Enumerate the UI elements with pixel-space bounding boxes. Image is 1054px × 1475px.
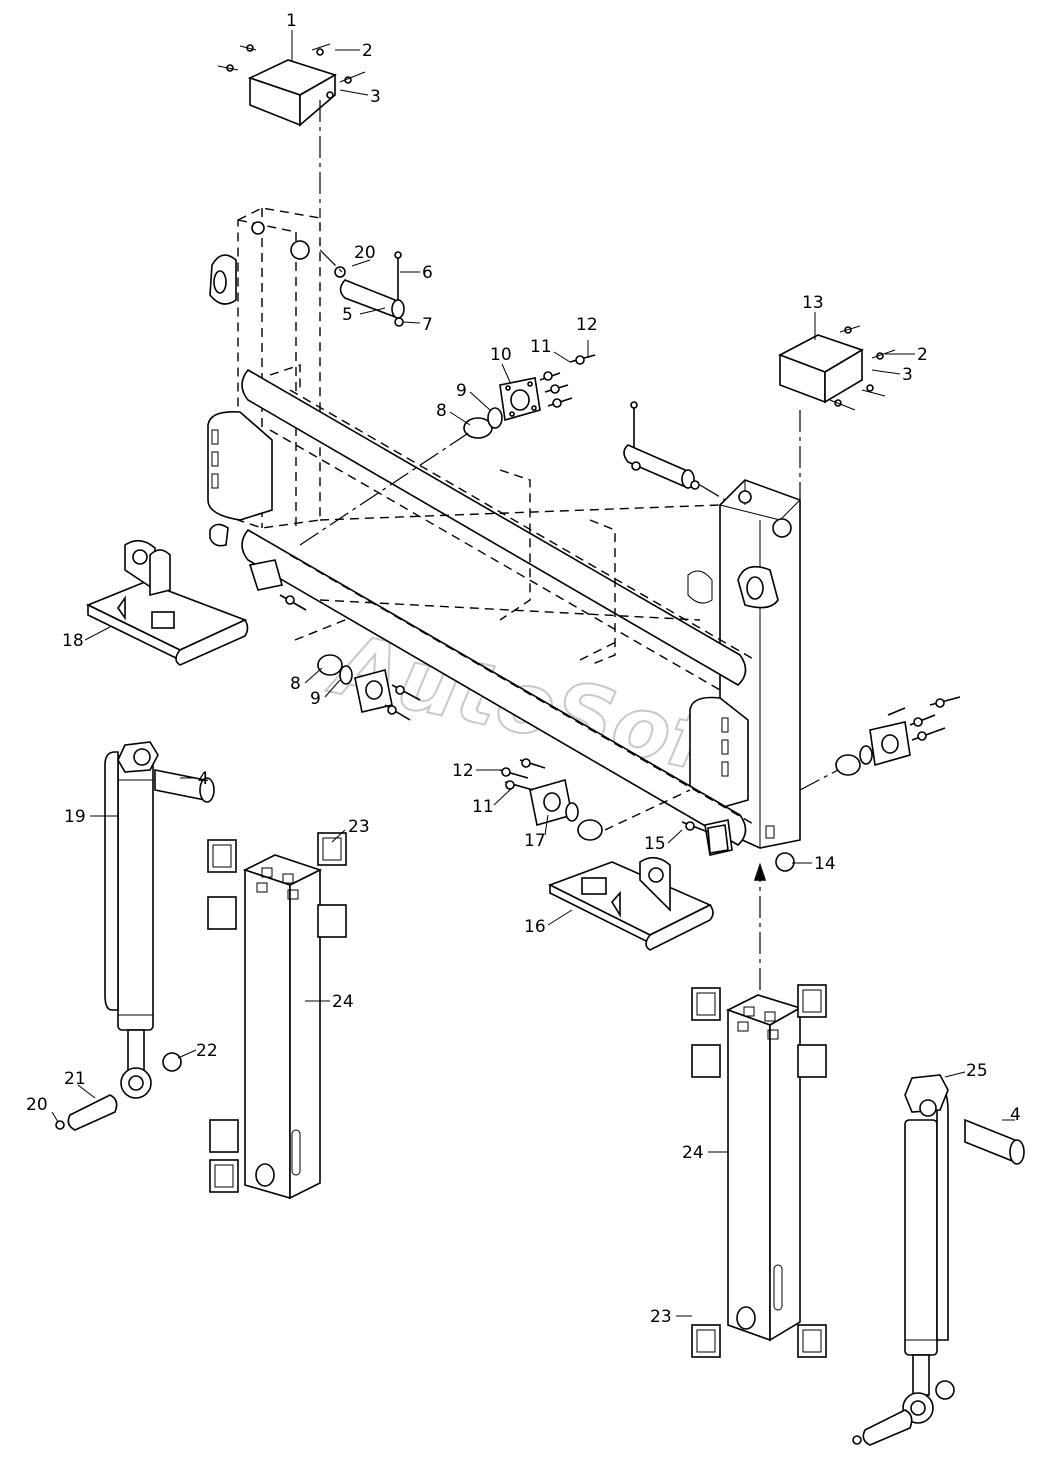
callout-17: 17 (524, 831, 546, 851)
callout-24: 24 (332, 992, 354, 1012)
callout-3: 3 (902, 365, 913, 385)
callout-8: 8 (290, 674, 301, 694)
callout-11: 11 (472, 797, 494, 817)
callout-25: 25 (966, 1061, 988, 1081)
leader-lines (51, 30, 1015, 1317)
flange-assembly-lower-left (294, 617, 421, 721)
callout-21: 21 (64, 1069, 86, 1089)
callout-7: 7 (422, 315, 433, 335)
callout-23: 23 (348, 817, 370, 837)
callout-13: 13 (802, 293, 824, 313)
callout-24: 24 (682, 1143, 704, 1163)
callout-9: 9 (310, 689, 321, 709)
callout-15: 15 (644, 834, 666, 854)
flange-assembly-17 (499, 758, 691, 841)
callout-3: 3 (370, 87, 381, 107)
callout-16: 16 (524, 917, 546, 937)
cover-cap-right (778, 325, 896, 411)
hydraulic-cylinder-right (852, 1074, 1025, 1446)
callout-9: 9 (456, 381, 467, 401)
callout-23: 23 (650, 1307, 672, 1327)
callout-12: 12 (576, 315, 598, 335)
callout-20: 20 (354, 243, 376, 263)
callout-1: 1 (286, 11, 297, 31)
mounting-plate-16 (547, 821, 795, 951)
mast-tube-right (691, 862, 827, 1358)
flange-assembly-upper (299, 354, 596, 546)
callout-5: 5 (342, 305, 353, 325)
carriage-frame (207, 207, 801, 856)
callout-8: 8 (436, 401, 447, 421)
callout-12: 12 (452, 761, 474, 781)
callout-20: 20 (26, 1095, 48, 1115)
mast-tube-left (207, 832, 347, 1200)
callout-4: 4 (198, 769, 209, 789)
pin-assembly-right (623, 401, 726, 501)
callout-11: 11 (530, 337, 552, 357)
flange-assembly-right (799, 696, 961, 791)
callout-10: 10 (490, 345, 512, 365)
callout-6: 6 (422, 263, 433, 283)
pin-assembly-upper (319, 249, 405, 327)
callout-4: 4 (1010, 1105, 1021, 1125)
callout-18: 18 (62, 631, 84, 651)
mounting-plate-18 (86, 539, 307, 666)
callout-19: 19 (64, 807, 86, 827)
callout-2: 2 (362, 41, 373, 61)
cover-cap-left (217, 43, 366, 127)
callout-2: 2 (917, 345, 928, 365)
callout-22: 22 (196, 1041, 218, 1061)
callout-14: 14 (814, 854, 836, 874)
